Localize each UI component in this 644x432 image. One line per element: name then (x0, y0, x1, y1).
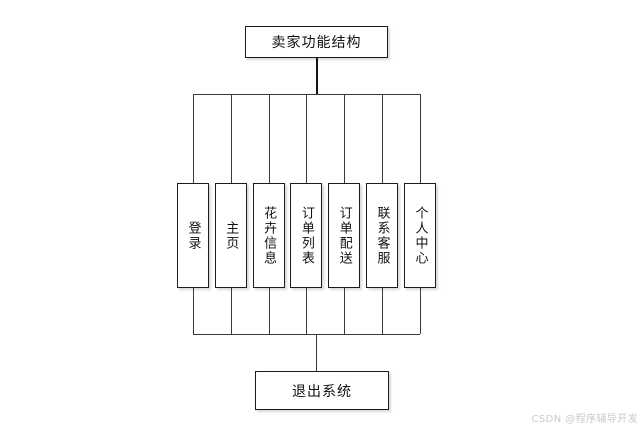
node-leaf-login[interactable]: 登录 (177, 183, 209, 288)
node-exit-label: 退出系统 (292, 383, 352, 400)
node-root-label: 卖家功能结构 (271, 35, 362, 51)
connector-top-drop-6 (382, 94, 383, 183)
node-leaf-order-list-label: 订单列表 (298, 205, 314, 266)
connector-bottom-bus (193, 334, 420, 335)
connector-exit-stem (316, 334, 317, 371)
node-leaf-login-label: 登录 (185, 220, 201, 251)
connector-top-drop-3 (268, 94, 270, 183)
node-root[interactable]: 卖家功能结构 (245, 26, 388, 58)
connector-bottom-riser-3 (268, 288, 270, 334)
connector-top-drop-4 (306, 94, 308, 183)
node-leaf-flower-info-label: 花卉信息 (261, 205, 277, 266)
node-leaf-contact-service-label: 联系客服 (374, 205, 390, 266)
connector-bottom-riser-4 (306, 288, 308, 334)
connector-bottom-riser-2 (230, 288, 232, 334)
connector-bottom-riser-6 (382, 288, 383, 334)
node-leaf-order-delivery-label: 订单配送 (336, 205, 352, 266)
node-leaf-contact-service[interactable]: 联系客服 (366, 183, 398, 288)
connector-top-drop-2 (230, 94, 232, 183)
node-leaf-home-label: 主页 (223, 220, 239, 251)
node-leaf-home[interactable]: 主页 (214, 183, 247, 288)
node-exit[interactable]: 退出系统 (255, 371, 389, 410)
connector-bottom-riser-7 (420, 288, 421, 334)
connector-root-stem (316, 58, 318, 95)
node-leaf-order-delivery[interactable]: 订单配送 (328, 183, 361, 288)
node-leaf-order-list[interactable]: 订单列表 (290, 183, 323, 288)
node-leaf-personal-center[interactable]: 个人中心 (404, 183, 436, 288)
connector-top-drop-7 (420, 94, 421, 183)
connector-top-drop-5 (344, 94, 346, 183)
connector-top-drop-1 (193, 94, 194, 183)
node-leaf-flower-info[interactable]: 花卉信息 (252, 183, 285, 288)
node-leaf-personal-center-label: 个人中心 (412, 205, 428, 266)
watermark: CSDN @程序辅导开发 (531, 414, 638, 425)
connector-bottom-riser-5 (344, 288, 346, 334)
connector-bottom-riser-1 (193, 288, 194, 334)
